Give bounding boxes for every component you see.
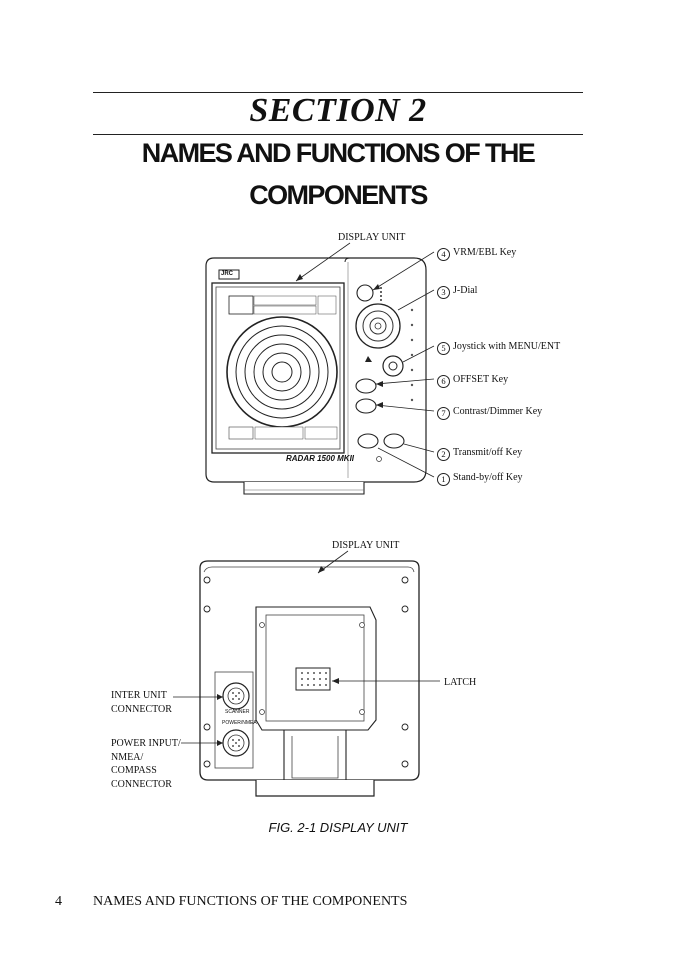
section-rule bbox=[93, 134, 583, 135]
jrc-logo: JRC bbox=[221, 271, 234, 277]
heading-line-2: COMPONENTS bbox=[249, 180, 428, 210]
section-title: SECTION 2 bbox=[249, 92, 427, 129]
power-input-connector-label: POWER INPUT/ NMEA/ COMPASS CONNECTOR bbox=[111, 738, 181, 790]
running-footer: NAMES AND FUNCTIONS OF THE COMPONENTS bbox=[93, 894, 408, 909]
scanner-text: SCANNER bbox=[225, 709, 250, 715]
heading-line-1: NAMES AND FUNCTIONS OF THE bbox=[141, 138, 536, 168]
power-nmea-small-text: POWER/NMEA bbox=[222, 720, 257, 726]
rear-display-unit-label: DISPLAY UNIT bbox=[332, 540, 400, 551]
front-display-unit-label: DISPLAY UNIT bbox=[338, 232, 406, 243]
latch-label: LATCH bbox=[444, 677, 477, 688]
model-text: RADAR 1500 MKII bbox=[286, 454, 355, 463]
front-view-figure bbox=[205, 242, 435, 495]
page-number: 4 bbox=[55, 894, 62, 909]
top-rule bbox=[93, 92, 583, 93]
figure-caption: FIG. 2-1 DISPLAY UNIT bbox=[268, 820, 408, 835]
inter-unit-connector-label: INTER UNIT CONNECTOR bbox=[111, 690, 172, 715]
